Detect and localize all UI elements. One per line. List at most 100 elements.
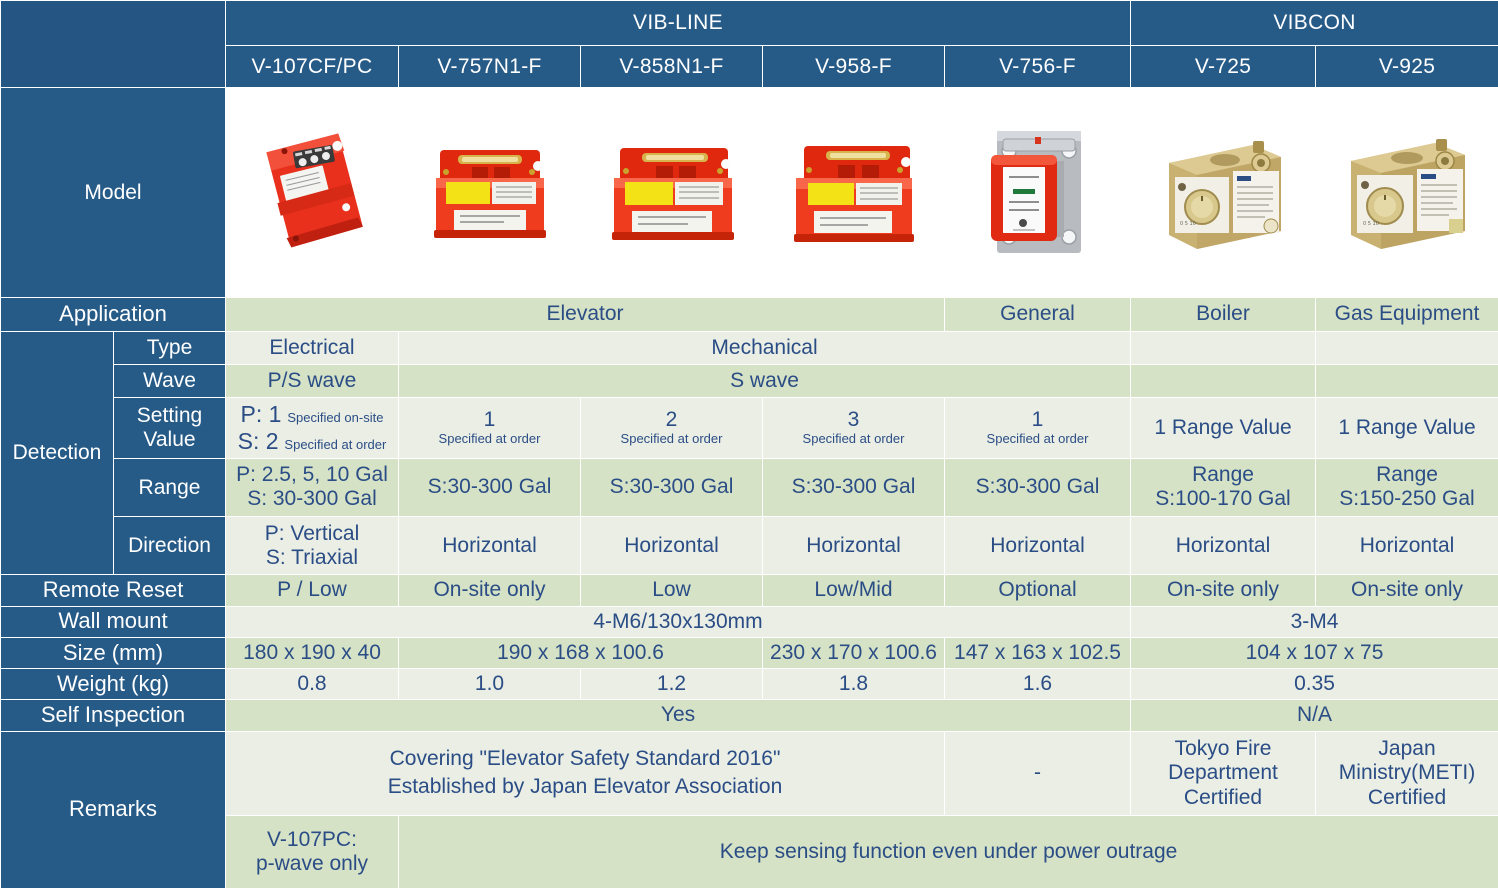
header-group-vibcon: VIBCON (1130, 0, 1498, 47)
remote-reset-v757: On-site only (398, 574, 581, 607)
header-group-row: VIB-LINE VIBCON (0, 0, 1498, 88)
application-general: General (943, 297, 1132, 332)
range-v107-line1: P: 2.5, 5, 10 Gal (236, 463, 388, 487)
photo-v725-image: 0 5 10 (1133, 92, 1313, 292)
setting-value-label-line1: Setting (136, 404, 203, 428)
direction-v107: P: Vertical S: Triaxial (225, 515, 399, 576)
range-v725-line1: Range (1192, 463, 1254, 487)
weight-v757: 1.0 (398, 668, 581, 701)
setting-value-v107-s-value: 2 (265, 427, 279, 454)
row-label-detection: Detection (0, 330, 114, 576)
setting-value-v107-s-note: Specified at order (284, 436, 387, 452)
remarks-v725-line1: Tokyo Fire (1174, 737, 1272, 761)
row-label-type: Type (113, 330, 226, 365)
remote-reset-v925: On-site only (1315, 574, 1498, 607)
detection-type-v725 (1130, 330, 1317, 365)
row-label-application: Application (0, 297, 226, 332)
range-v858: S:30-300 Gal (580, 457, 763, 517)
setting-value-v107-s-prefix: S: (237, 427, 266, 454)
row-label-weight: Weight (kg) (0, 668, 226, 701)
self-inspection-vibline: Yes (224, 699, 1132, 732)
photo-cell-v858 (580, 86, 763, 299)
direction-v858: Horizontal (580, 515, 763, 576)
wall-mount-vibline: 4-M6/130x130mm (224, 605, 1132, 638)
red-seismic-sensor-v958-icon (793, 146, 914, 243)
svg-text:0 5 10: 0 5 10 (1180, 221, 1196, 227)
remarks-v107pc-line1: V-107PC: (267, 827, 357, 851)
remarks-v725-line2: Department (1168, 761, 1278, 785)
direction-v958: Horizontal (762, 515, 945, 576)
row-label-remote-reset: Remote Reset (0, 574, 226, 607)
red-seismic-sensor-v107-icon (266, 134, 363, 248)
detection-wave-row: Wave P/S wave S wave (1, 363, 1498, 399)
detection-wave-v925 (1315, 363, 1498, 399)
red-sensor-bracket-v756-icon (990, 131, 1081, 254)
setting-value-v858-value: 2 (665, 408, 678, 432)
application-gas-equipment: Gas Equipment (1315, 297, 1498, 332)
weight-v858: 1.2 (580, 668, 763, 701)
header-model-row: V-107CF/PC V-757N1-F V-858N1-F V-958-F V… (1, 45, 1498, 88)
size-v107: 180 x 190 x 40 (225, 636, 399, 670)
remarks-v756: - (943, 730, 1132, 817)
size-vibcon: 104 x 107 x 75 (1130, 636, 1498, 670)
remarks-row-lower: V-107PC: p-wave only Keep sensing functi… (1, 815, 1498, 889)
remarks-elevator-standard: Covering "Elevator Safety Standard 2016"… (225, 730, 945, 817)
header-model-v958f: V-958-F (762, 45, 945, 88)
direction-v925: Horizontal (1315, 515, 1498, 576)
remarks-elevator-line1: Covering "Elevator Safety Standard 2016" (389, 747, 781, 771)
row-label-direction: Direction (113, 515, 226, 576)
detection-type-mechanical: Mechanical (397, 330, 1132, 365)
red-seismic-sensor-v757-icon (433, 150, 546, 239)
application-row: Application Elevator General Boiler Gas … (0, 297, 1498, 332)
row-label-setting-value: Setting Value (113, 397, 226, 459)
setting-value-v756-value: 1 (1031, 408, 1044, 432)
row-label-range: Range (113, 457, 226, 517)
setting-value-v958: 3 Specified at order (762, 397, 945, 459)
remarks-power-outrage: Keep sensing function even under power o… (397, 815, 1498, 889)
photo-cell-v725: 0 5 10 (1130, 86, 1317, 299)
weight-v958: 1.8 (762, 668, 945, 701)
detection-type-row: Detection Type Electrical Mechanical (0, 330, 1498, 576)
direction-v757: Horizontal (398, 515, 581, 576)
remote-reset-v858: Low (580, 574, 763, 607)
detection-type-v107: Electrical (225, 330, 399, 365)
detection-direction-row: Direction P: Vertical S: Triaxial Horizo… (1, 515, 1498, 576)
photo-v925-image: 0 5 10 (1318, 92, 1496, 292)
row-label-wave: Wave (113, 363, 226, 399)
header-model-v757n1f: V-757N1-F (398, 45, 581, 88)
photo-v757n1f-image (401, 92, 578, 292)
header-corner-blank (0, 0, 226, 88)
remarks-v925-line3: Certified (1367, 785, 1447, 809)
setting-value-v757-value: 1 (483, 408, 496, 432)
detection-type-v925 (1315, 330, 1498, 365)
detection-setting-value-row: Setting Value P: 1 Specified on-site S: … (1, 397, 1498, 459)
setting-value-v756: 1 Specified at order (943, 397, 1132, 459)
self-inspection-row: Self Inspection Yes N/A (0, 699, 1498, 732)
range-v725-line2: S:100-170 Gal (1155, 487, 1291, 511)
range-v958: S:30-300 Gal (762, 457, 945, 517)
remote-reset-row: Remote Reset P / Low On-site only Low Lo… (0, 574, 1498, 607)
photo-cell-v958 (762, 86, 945, 299)
remarks-row-upper: Remarks Covering "Elevator Safety Standa… (0, 730, 1498, 889)
application-elevator: Elevator (225, 297, 945, 332)
row-label-model: Model (0, 86, 226, 299)
remote-reset-v725: On-site only (1130, 574, 1317, 607)
setting-value-v958-note: Specified at order (802, 431, 905, 447)
remarks-v107pc: V-107PC: p-wave only (225, 815, 399, 889)
photo-cell-v757 (398, 86, 581, 299)
row-label-self-inspection: Self Inspection (0, 699, 226, 732)
range-v925: Range S:150-250 Gal (1315, 457, 1498, 517)
range-v107: P: 2.5, 5, 10 Gal S: 30-300 Gal (225, 457, 399, 517)
header-model-v858n1f: V-858N1-F (580, 45, 763, 88)
row-label-size: Size (mm) (0, 636, 226, 670)
setting-value-v107: P: 1 Specified on-site S: 2 Specified at… (225, 397, 399, 459)
weight-v756: 1.6 (943, 668, 1132, 701)
setting-value-v107-p-prefix: P: (240, 400, 269, 427)
size-v958: 230 x 170 x 100.6 (762, 636, 945, 670)
range-v925-line1: Range (1376, 463, 1438, 487)
svg-text:0 5 10: 0 5 10 (1363, 221, 1379, 227)
gold-dial-unit-v925-icon: 0 5 10 (1351, 139, 1466, 250)
range-v757: S:30-300 Gal (398, 457, 581, 517)
